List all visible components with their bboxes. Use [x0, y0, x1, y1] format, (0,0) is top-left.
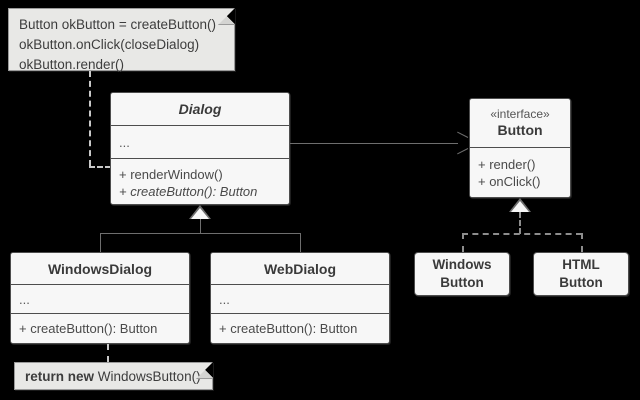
realization-bar-button: [462, 233, 582, 235]
attribute-line: ...: [219, 291, 230, 307]
return-note-normal: WindowsButton(): [97, 369, 201, 384]
class-box-windows-button[interactable]: Windows Button: [414, 252, 510, 296]
class-attributes-dialog: ...: [111, 125, 289, 158]
operation-onclick: + onClick(): [478, 174, 541, 189]
interface-operations-button: + render() + onClick(): [470, 147, 570, 198]
class-name-line-2: Button: [559, 275, 603, 290]
interface-name-button: Button: [497, 122, 543, 138]
operation-create-button: + createButton(): Button: [19, 321, 158, 336]
class-title-web-dialog: WebDialog: [263, 260, 337, 277]
attribute-line: ...: [19, 291, 30, 307]
note-line-3: okButton.render(): [19, 57, 125, 72]
operation-render-window: + renderWindow(): [119, 166, 223, 182]
return-note-text: return new WindowsButton(): [25, 367, 202, 387]
operation-create-button: + createButton(): Button: [119, 183, 258, 199]
interface-stereotype: «interface»: [490, 107, 550, 121]
association-line-dialog-button: [290, 143, 458, 144]
operation-create-button: + createButton(): Button: [219, 321, 358, 336]
note-line-2: okButton.onClick(closeDialog): [19, 37, 200, 52]
class-title-dialog: Dialog: [178, 101, 222, 117]
note-anchor-horizontal: [89, 166, 111, 168]
class-name-line-2: Button: [440, 275, 484, 290]
realization-drop-html-button: [581, 233, 583, 252]
class-title-windows-dialog: WindowsDialog: [47, 260, 153, 277]
class-name-line-1: Windows: [432, 257, 492, 272]
class-name-line-1: HTML: [562, 257, 600, 272]
class-attributes-web-dialog: ...: [211, 284, 389, 313]
return-note-anchor: [107, 344, 109, 362]
class-operations-web-dialog: + createButton(): Button: [211, 313, 389, 343]
note-return-new-windows-button: return new WindowsButton(): [14, 362, 213, 390]
generalization-drop-windowsdialog: [100, 233, 101, 252]
class-box-button-interface[interactable]: «interface» Button + render() + onClick(…: [469, 98, 571, 198]
note-creator-code: Button okButton = createButton() okButto…: [8, 8, 235, 72]
class-box-web-dialog[interactable]: WebDialog ... + createButton(): Button: [210, 252, 390, 344]
note-line-1: Button okButton = createButton(): [19, 17, 216, 32]
triangle-fill: [191, 207, 209, 219]
generalization-stem-dialog: [200, 219, 201, 233]
triangle-fill: [511, 200, 529, 212]
association-arrowhead: [456, 137, 467, 149]
return-note-bold: return new: [25, 369, 95, 384]
realization-drop-windows-button: [462, 233, 464, 252]
operation-render: + render(): [478, 157, 536, 172]
attribute-line: ...: [119, 134, 130, 150]
interface-header-button: «interface» Button: [470, 99, 570, 147]
class-box-html-button[interactable]: HTML Button: [533, 252, 629, 296]
generalization-drop-webdialog: [300, 233, 301, 252]
note-anchor-vertical: [89, 71, 91, 166]
class-attributes-windows-dialog: ...: [11, 284, 189, 313]
class-operations-windows-dialog: + createButton(): Button: [11, 313, 189, 343]
class-box-windows-dialog[interactable]: WindowsDialog ... + createButton(): Butt…: [10, 252, 190, 344]
realization-stem-button: [519, 212, 521, 234]
generalization-bar-dialog: [100, 233, 300, 234]
class-operations-dialog: + renderWindow() + createButton(): Butto…: [111, 158, 289, 206]
class-box-dialog[interactable]: Dialog ... + renderWindow() + createButt…: [110, 92, 290, 205]
